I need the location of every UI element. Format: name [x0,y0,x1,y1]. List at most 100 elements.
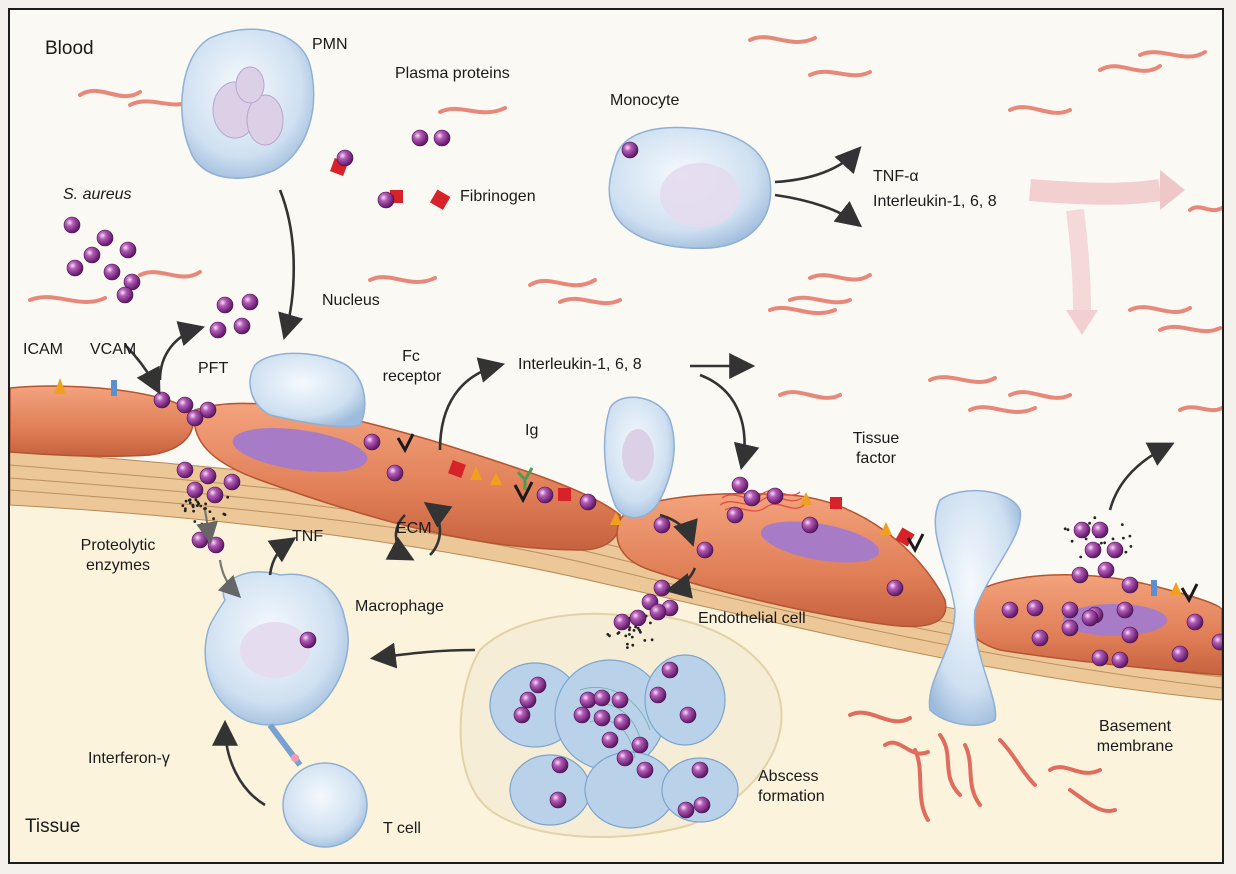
arrow-icon [280,190,294,335]
bacteria-icon [767,488,783,504]
bacteria-icon [650,604,666,620]
bacteria-icon [1172,646,1188,662]
arrow-icon [440,365,500,450]
bacteria-icon [594,690,610,706]
region-blood: Blood [45,38,94,60]
label-ecm: ECM [396,520,432,538]
enzyme-dot [1125,551,1128,554]
enzyme-dot [1129,535,1132,538]
enzyme-dot [226,496,229,499]
enzyme-dot [1071,540,1074,543]
label-interleukin-mid: Interleukin-1, 6, 8 [518,356,642,374]
bacteria-icon [120,242,136,258]
enzyme-dot [1067,528,1070,531]
enzyme-dot [212,517,215,520]
bacteria-icon [1122,577,1138,593]
bacteria-icon [104,264,120,280]
enzyme-dot [189,502,192,505]
enzyme-dot [1064,527,1067,530]
bacteria-icon [692,762,708,778]
vcam-icon [111,380,117,396]
bacteria-icon [1082,610,1098,626]
enzyme-dot [203,507,206,510]
label-vcam: VCAM [90,341,136,359]
label-plasma-proteins: Plasma proteins [395,65,510,83]
enzyme-dot [638,629,641,632]
bacteria-icon [1072,567,1088,583]
vcam-icon-right [1151,580,1157,596]
enzyme-dot [618,631,621,634]
arrow-icon [775,150,858,182]
label-basement-2: membrane [1090,738,1180,756]
label-proteolytic-1: Proteolytic [68,537,168,555]
enzyme-dot [1112,538,1115,541]
label-proteolytic-2: enzymes [68,557,168,575]
diagram-frame: Blood Tissue PMN Plasma proteins Fibrino… [8,8,1224,864]
bacteria-icon [300,632,316,648]
label-endothelial-cell: Endothelial cell [698,610,806,628]
enzyme-dot [201,523,204,526]
bacteria-icon [387,465,403,481]
label-interferon: Interferon-γ [88,750,170,768]
bacteria-icon [67,260,83,276]
bacteria-icon [1112,652,1128,668]
enzyme-dot [633,629,636,632]
enzyme-dot [624,635,627,638]
enzyme-dot [1121,523,1124,526]
bacteria-icon [97,230,113,246]
bacteria-icon [412,130,428,146]
enzyme-dot [626,643,629,646]
bacteria-icon [224,474,240,490]
bacteria-icon [187,482,203,498]
enzyme-dot [1130,545,1133,548]
label-tnf-alpha: TNF-α [873,168,919,186]
enzyme-dot [209,510,212,513]
label-macrophage: Macrophage [355,598,444,616]
enzyme-dot [199,505,202,508]
label-ig: Ig [525,422,538,440]
enzyme-dot [1100,542,1103,545]
enzyme-dot [195,498,198,501]
bacteria-icon [537,487,553,503]
label-basement-1: Basement [1090,718,1180,736]
label-nucleus: Nucleus [322,292,380,310]
enzyme-dot [1122,537,1125,540]
enzyme-dot [649,622,652,625]
arrow-icon [775,195,858,224]
label-interleukin-top: Interleukin-1, 6, 8 [873,193,997,211]
enzyme-dot [204,503,207,506]
bacteria-icon [514,707,530,723]
enzyme-dot [181,504,184,507]
label-pmn: PMN [312,36,348,54]
endothelial-nucleus-4 [1063,604,1167,636]
bacteria-icon [744,490,760,506]
enzyme-dot [193,520,196,523]
bacteria-icon [217,297,233,313]
label-fibrinogen: Fibrinogen [460,188,536,206]
bacteria-icon [1122,627,1138,643]
arrow-icon [700,375,745,465]
enzyme-dot [1088,522,1091,525]
label-tnf: TNF [292,528,323,546]
bacteria-icon [154,392,170,408]
bacteria-icon [117,287,133,303]
label-abscess-1: Abscess [758,768,818,786]
bacteria-icon [1062,620,1078,636]
bacteria-icon [552,757,568,773]
bacteria-icon [580,692,596,708]
bacteria-icon [1187,614,1203,630]
bacteria-icon [614,614,630,630]
enzyme-dot [628,629,631,632]
enzyme-dot [628,633,631,636]
enzyme-dot [224,513,227,516]
enzyme-dot [196,504,199,507]
bacteria-icon [64,217,80,233]
bacteria-icon [1117,602,1133,618]
transmigrating-pmn-nucleus [622,429,654,481]
bacteria-icon [727,507,743,523]
region-tissue: Tissue [25,816,80,838]
diagram-art [10,10,1222,862]
bacteria-icon [732,477,748,493]
bacteria-icon [1074,522,1090,538]
